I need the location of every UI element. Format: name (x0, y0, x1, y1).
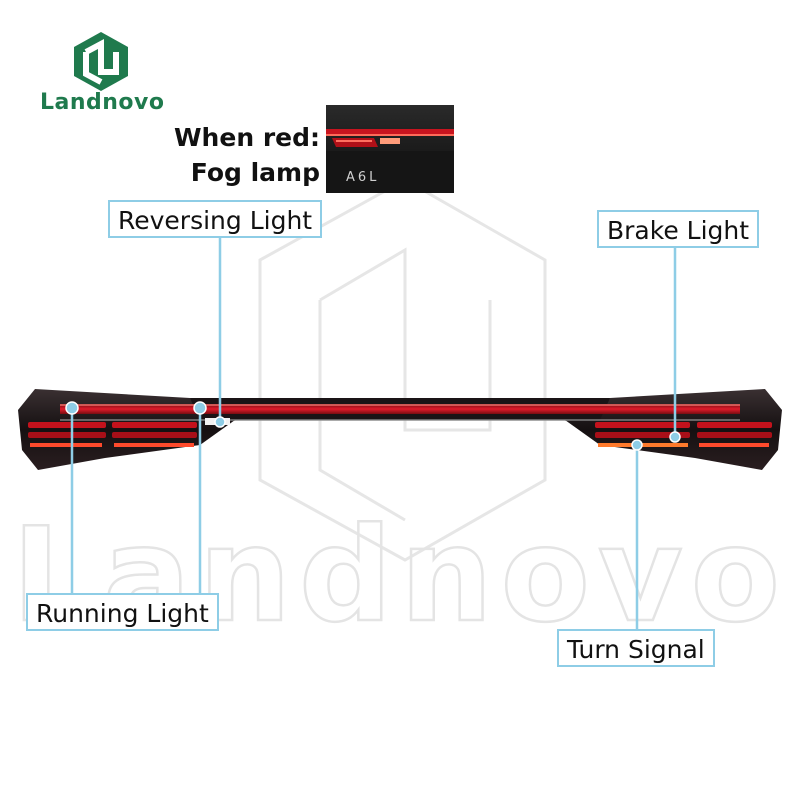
logo-icon (70, 30, 132, 92)
fog-note-line1: When red: (173, 123, 320, 152)
point-turn (631, 439, 643, 451)
callout-brake-light: Brake Light (597, 210, 760, 248)
callout-running-light: Running Light (26, 593, 219, 631)
point-reversing (214, 416, 226, 428)
point-running-a (65, 401, 79, 415)
callout-reversing-light: Reversing Light (108, 200, 323, 238)
point-brake (669, 431, 681, 443)
fog-lamp-note: When red: Fog lamp (160, 120, 320, 190)
callout-turn-signal: Turn Signal (557, 629, 715, 667)
inset-badge: A6L (346, 170, 379, 185)
point-running-b (193, 401, 207, 415)
right-light-modules (595, 422, 772, 447)
fog-note-line2: Fog lamp (190, 158, 320, 187)
brand-name: Landnovo (40, 90, 165, 115)
fog-lamp-inset-photo: A6L (326, 105, 454, 193)
center-light-bar (60, 404, 740, 414)
